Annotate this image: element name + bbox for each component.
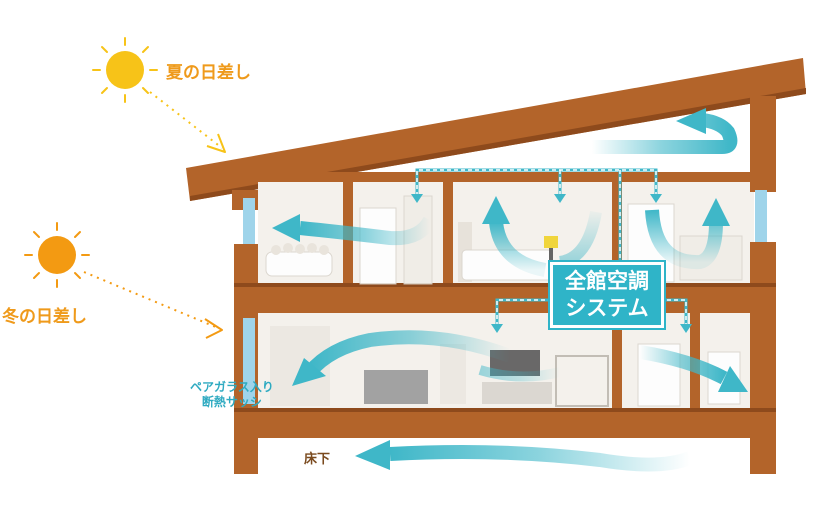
airflow-arrows [272,108,748,472]
window-upper-left [243,198,255,244]
sash-label-line1: ペアガラス入り [190,380,274,394]
sash-label-line2: 断熱サッシ [201,395,262,409]
summer-sun-icon [92,37,158,103]
duct-outlets [411,194,692,333]
insulated-sash-label: ペアガラス入り 断熱サッシ [190,380,274,410]
summer-sun-ray [149,91,226,153]
window-upper-right [755,190,767,242]
system-label-line2: システム [565,296,649,320]
winter-sun-icon [24,222,90,288]
winter-sun-label: 冬の日差し [2,307,87,327]
winter-sun-ray [83,271,223,339]
central-ac-system-box: 全館空調 システム [550,262,664,328]
system-label-line1: 全館空調 [565,269,649,293]
underfloor-label: 床下 [304,452,331,467]
summer-sun-label: 夏の日差し [166,63,251,83]
window-lower-left [243,318,255,404]
